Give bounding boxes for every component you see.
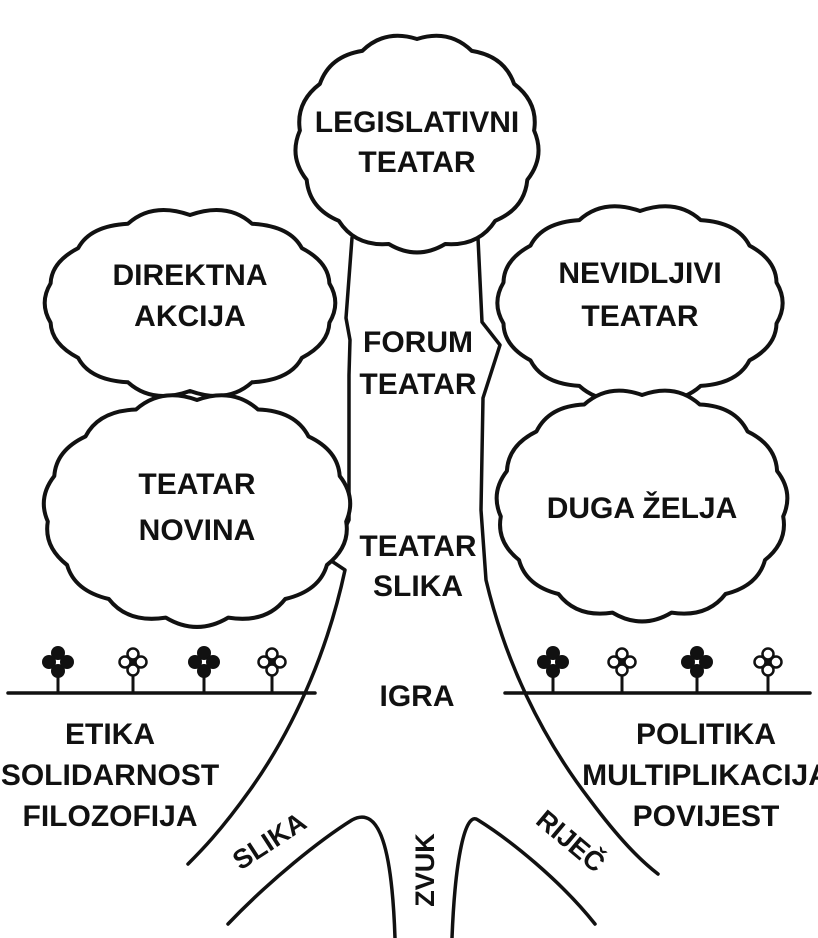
flower-light-icon (607, 647, 637, 693)
cloud-lower-right-label: DUGA ŽELJA (547, 491, 738, 525)
cloud-lower-left-line-2: NOVINA (139, 514, 256, 547)
cloud-upper-left-shape (42, 208, 338, 398)
trunk-teatar-slika-label: TEATAR SLIKA (359, 530, 477, 603)
cloud-lower-left-shape (41, 393, 353, 629)
cloud-upper-right-line-1: NEVIDLJIVI (558, 257, 721, 290)
root-middle-label: ZVUK (410, 833, 440, 907)
trunk-forum-line-2: TEATAR (359, 368, 477, 401)
cloud-upper-right-line-2: TEATAR (581, 300, 699, 333)
cloud-upper-left-line-1: DIREKTNA (113, 259, 268, 292)
ground-left-line-3: FILOZOFIJA (23, 800, 198, 833)
ground-right-labels: POLITIKA MULTIPLIKACIJA POVIJEST (582, 718, 818, 833)
flower-dark-icon (681, 646, 713, 693)
ground-left-line-1: ETIKA (65, 718, 155, 751)
tree-roots (226, 815, 597, 938)
ground-right-line-1: POLITIKA (636, 718, 776, 751)
trunk-forum-label: FORUM TEATAR (359, 326, 477, 401)
cloud-lower-right-line-1: DUGA ŽELJA (547, 491, 738, 525)
tree-trunk (186, 236, 660, 876)
flower-dark-icon (188, 646, 220, 693)
flower-light-icon (257, 647, 287, 693)
cloud-lower-right-shape (494, 388, 790, 624)
trunk-igra-label: IGRA (380, 680, 455, 713)
cloud-top-shape (293, 33, 541, 255)
ground-left-labels: ETIKA SOLIDARNOST FILOZOFIJA (1, 718, 219, 833)
flower-dark-icon (42, 646, 74, 693)
clouds (41, 33, 790, 629)
flowers-left (42, 646, 287, 693)
flower-dark-icon (537, 646, 569, 693)
cloud-upper-left-line-2: AKCIJA (134, 300, 246, 333)
cloud-top-line-2: TEATAR (358, 146, 476, 179)
trunk-forum-line-1: FORUM (363, 326, 473, 359)
ground-right-line-3: POVIJEST (633, 800, 780, 833)
cloud-lower-left-line-1: TEATAR (138, 468, 256, 501)
trunk-teatar-slika-line-2: SLIKA (373, 570, 463, 603)
cloud-upper-right-label: NEVIDLJIVI TEATAR (558, 257, 721, 333)
cloud-lower-left-label: TEATAR NOVINA (138, 468, 256, 547)
flowers-right (537, 646, 783, 693)
flower-light-icon (118, 647, 148, 693)
cloud-top-label: LEGISLATIVNI TEATAR (315, 106, 519, 179)
cloud-upper-left-label: DIREKTNA AKCIJA (113, 259, 268, 333)
root-left-label: SLIKA (227, 807, 311, 876)
cloud-top-line-1: LEGISLATIVNI (315, 106, 519, 139)
trunk-teatar-slika-line-1: TEATAR (359, 530, 477, 563)
flower-light-icon (753, 647, 783, 693)
ground-right-line-2: MULTIPLIKACIJA (582, 759, 818, 792)
ground-left-line-2: SOLIDARNOST (1, 759, 219, 792)
